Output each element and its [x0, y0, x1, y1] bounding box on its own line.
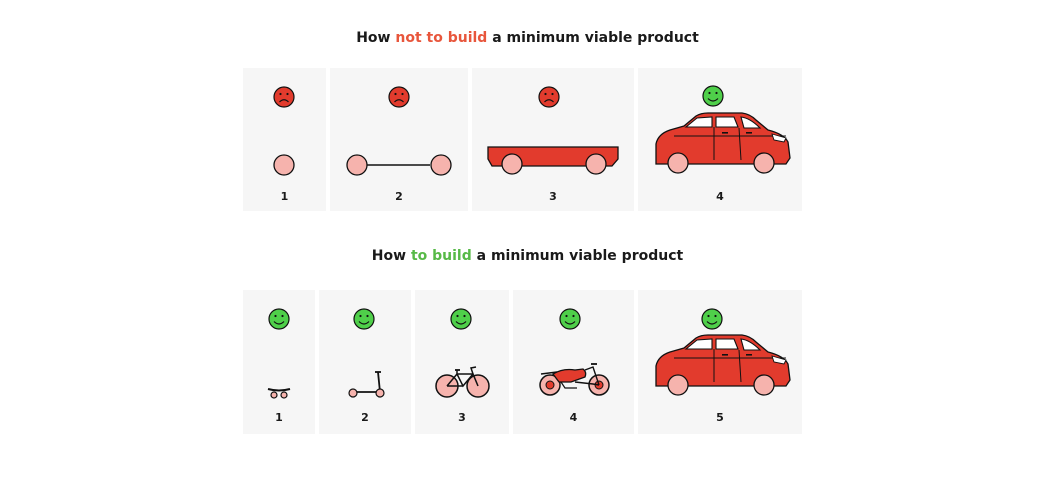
scooter-icon: [348, 371, 385, 398]
step-number: 1: [275, 411, 283, 424]
top-row: 1 2 3: [243, 68, 802, 211]
top-title-pre: How: [356, 30, 396, 46]
happy-face-icon: [450, 308, 472, 330]
axle-with-wheels-icon: [346, 154, 452, 176]
bottom-title-pre: How: [371, 248, 411, 264]
bottom-panel-2: 2: [319, 290, 411, 434]
happy-face-icon: [702, 85, 724, 107]
bottom-row: 1 2: [243, 290, 802, 434]
step-number: 3: [458, 411, 466, 424]
bottom-panel-1: 1: [243, 290, 315, 434]
bottom-title-highlight: to build: [410, 248, 472, 264]
motorcycle-icon: [539, 363, 610, 396]
sad-face-icon: [388, 86, 410, 108]
happy-face-icon: [268, 308, 290, 330]
step-number: 3: [549, 190, 557, 203]
step-number: 5: [716, 411, 724, 424]
step-number: 2: [361, 411, 369, 424]
top-panel-1: 1: [243, 68, 326, 211]
bottom-title: How to build a minimum viable product: [0, 248, 1055, 264]
top-panel-4: 4: [638, 68, 802, 211]
happy-face-icon: [559, 308, 581, 330]
step-number: 4: [716, 190, 724, 203]
top-title: How not to build a minimum viable produc…: [0, 30, 1055, 46]
sad-face-icon: [273, 86, 295, 108]
top-title-highlight: not to build: [395, 30, 488, 46]
sad-face-icon: [538, 86, 560, 108]
car-icon: [655, 334, 791, 396]
bottom-title-post: a minimum viable product: [471, 248, 684, 264]
top-title-post: a minimum viable product: [487, 30, 699, 46]
happy-face-icon: [701, 308, 723, 330]
step-number: 1: [280, 190, 289, 203]
top-panel-2: 2: [330, 68, 468, 211]
bicycle-icon: [435, 366, 490, 398]
car-icon: [655, 112, 791, 174]
bottom-panel-4: 4: [513, 290, 634, 434]
bottom-panel-5: 5: [638, 290, 802, 434]
top-panel-3: 3: [472, 68, 634, 211]
chassis-icon: [487, 146, 619, 175]
wheel-icon: [273, 154, 295, 176]
step-number: 2: [395, 190, 403, 203]
happy-face-icon: [353, 308, 375, 330]
step-number: 4: [569, 411, 578, 424]
bottom-panel-3: 3: [415, 290, 509, 434]
skateboard-icon: [267, 388, 291, 399]
